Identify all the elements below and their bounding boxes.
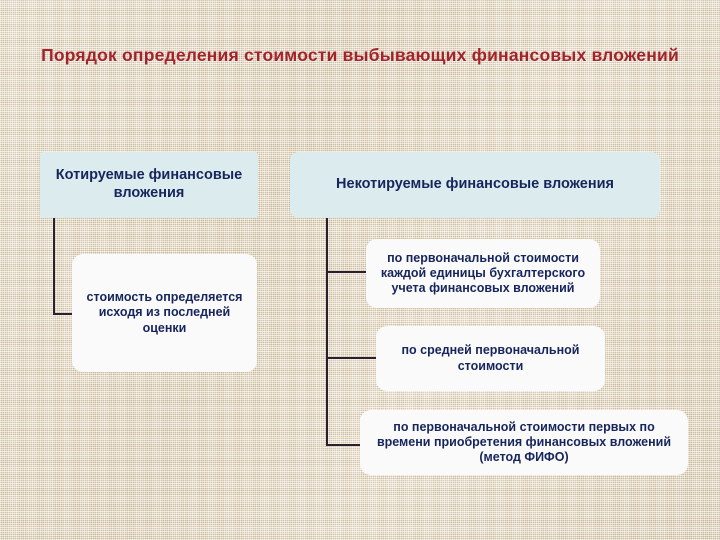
connector-quoted-vertical xyxy=(53,218,55,315)
connector-quoted-horizontal xyxy=(53,313,74,315)
node-unquoted-investments-label: Некотируемые финансовые вложения xyxy=(336,176,614,193)
node-last-evaluation: стоимость определяется исходя из последн… xyxy=(72,254,257,372)
node-fifo-cost-label: по первоначальной стоимости первых по вр… xyxy=(376,419,672,465)
node-unit-cost-label: по первоначальной стоимости каждой едини… xyxy=(380,250,586,296)
node-fifo-cost: по первоначальной стоимости первых по вр… xyxy=(360,410,688,475)
connector-unquoted-vertical xyxy=(326,218,328,446)
connector-unquoted-branch-1 xyxy=(326,271,368,273)
node-unquoted-investments: Некотируемые финансовые вложения xyxy=(290,152,660,218)
node-quoted-investments-label: Котируемые финансовые вложения xyxy=(55,167,243,201)
node-last-evaluation-label: стоимость определяется исходя из последн… xyxy=(86,290,243,335)
node-average-cost: по средней первоначальной стоимости xyxy=(376,326,605,391)
node-average-cost-label: по средней первоначальной стоимости xyxy=(401,343,580,373)
node-quoted-investments: Котируемые финансовые вложения xyxy=(40,152,258,218)
node-unit-cost: по первоначальной стоимости каждой едини… xyxy=(366,239,600,308)
slide-title: Порядок определения стоимости выбывающих… xyxy=(41,45,679,65)
connector-unquoted-branch-2 xyxy=(326,357,378,359)
connector-unquoted-branch-3 xyxy=(326,444,362,446)
